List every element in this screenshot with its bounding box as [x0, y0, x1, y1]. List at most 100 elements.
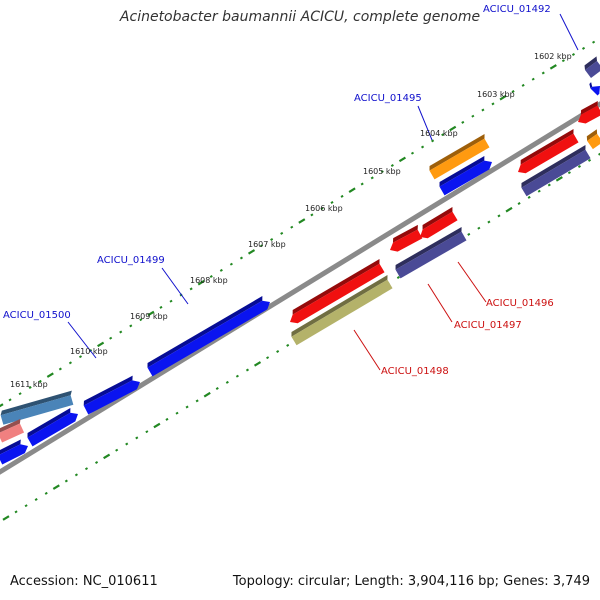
gene-red-edge[interactable]: [578, 100, 600, 124]
outer-tick: [511, 90, 515, 94]
outer-tick: [461, 120, 465, 124]
inner-tick: [64, 479, 68, 483]
outer-tick: [229, 262, 233, 266]
outer-tick: [28, 386, 32, 389]
gene-red-acicu-01498-upper[interactable]: [290, 259, 385, 324]
outer-tick: [471, 114, 475, 118]
gene-red-acicu-01497[interactable]: [390, 224, 423, 252]
gene-pink[interactable]: [0, 418, 25, 443]
gene-orange-edge[interactable]: [586, 129, 600, 150]
outer-tick: [348, 187, 356, 193]
inner-tick: [266, 356, 270, 360]
leader-acicu-01500: [67, 321, 97, 359]
gene-label-acicu-01492[interactable]: ACICU_01492: [483, 4, 551, 15]
gene-navy-right[interactable]: [521, 145, 591, 197]
outer-tick: [499, 94, 507, 101]
gene-blue-top[interactable]: [589, 82, 600, 96]
inner-tick: [175, 411, 179, 415]
outer-tick: [290, 225, 294, 229]
map-title: Acinetobacter baumannii ACICU, complete …: [119, 9, 481, 25]
inner-tick: [253, 361, 262, 367]
outer-tick: [298, 218, 306, 224]
inner-tick: [95, 461, 99, 464]
gene-navy-top[interactable]: [584, 56, 600, 78]
leader-acicu-01496: [457, 261, 487, 303]
label-leader-lines: [67, 13, 579, 371]
gene-steel-outer[interactable]: [0, 390, 74, 425]
outer-tick: [521, 83, 525, 87]
gene-label-acicu-01500[interactable]: ACICU_01500: [3, 310, 71, 321]
accession-text: Accession: NC_010611: [10, 574, 158, 589]
inner-tick: [145, 430, 149, 434]
outer-tick: [169, 299, 173, 303]
inner-tick: [215, 387, 219, 390]
gene-label-acicu-01495[interactable]: ACICU_01495: [354, 93, 422, 104]
inner-tick: [14, 510, 18, 514]
gene-blue-4[interactable]: [0, 439, 28, 465]
outer-tick: [109, 336, 113, 340]
outer-tick: [491, 102, 495, 106]
scale-label-1606: 1606 kbp: [305, 204, 343, 213]
outer-tick: [189, 287, 193, 291]
outer-tick: [410, 151, 415, 155]
gene-labels: ACICU_01492 ACICU_01495 ACICU_01499 ACIC…: [3, 4, 554, 377]
outer-tick: [380, 170, 384, 174]
inner-tick: [135, 436, 139, 440]
gene-blue-5[interactable]: [27, 408, 78, 447]
gene-label-acicu-01497[interactable]: ACICU_01497: [454, 320, 522, 331]
inner-tick: [555, 176, 563, 182]
outer-tick: [247, 249, 256, 255]
outer-tick-row: [0, 40, 596, 408]
gene-olive-acicu-01498[interactable]: [291, 275, 393, 346]
inner-tick: [74, 473, 78, 477]
inner-tick: [52, 484, 60, 490]
outer-tick: [159, 305, 163, 309]
gene-navy-mid[interactable]: [395, 227, 467, 279]
inner-tick: [34, 498, 38, 501]
outer-tick: [270, 238, 274, 241]
outer-tick: [18, 392, 22, 396]
outer-tick: [197, 279, 205, 286]
inner-tick: [487, 220, 491, 224]
inner-tick: [2, 515, 10, 521]
leader-acicu-01498: [353, 329, 381, 371]
gene-label-acicu-01498[interactable]: ACICU_01498: [381, 366, 449, 377]
scale-label-1605: 1605 kbp: [363, 167, 401, 176]
outer-tick: [147, 310, 155, 317]
outer-tick: [531, 77, 535, 81]
scale-label-1603: 1603 kbp: [477, 90, 515, 99]
gene-features: [0, 56, 600, 465]
genome-summary-text: Topology: circular; Length: 3,904,116 bp…: [232, 574, 590, 589]
inner-tick: [185, 405, 189, 409]
inner-tick: [115, 448, 119, 452]
scale-label-1604: 1604 kbp: [420, 129, 458, 138]
inner-tick: [276, 350, 280, 353]
outer-tick: [431, 139, 435, 143]
outer-tick: [441, 133, 445, 137]
gene-blue-1[interactable]: [83, 375, 140, 415]
outer-tick: [260, 244, 264, 248]
gene-orange[interactable]: [429, 134, 490, 180]
inner-tick: [125, 442, 129, 446]
inner-tick: [396, 276, 400, 279]
leader-acicu-01499: [161, 267, 189, 305]
outer-tick: [0, 403, 4, 408]
outer-tick: [8, 398, 12, 402]
gene-red-right[interactable]: [518, 129, 579, 174]
inner-tick: [84, 467, 89, 471]
gene-label-acicu-01499[interactable]: ACICU_01499: [97, 255, 165, 266]
gene-blue-2[interactable]: [147, 296, 270, 377]
scale-label-1608: 1608 kbp: [190, 276, 228, 285]
outer-tick: [592, 40, 596, 44]
inner-tick: [286, 343, 290, 347]
outer-tick: [46, 372, 54, 378]
outer-tick: [561, 59, 565, 63]
gene-red-acicu-01496[interactable]: [420, 207, 458, 239]
inner-tick: [245, 368, 250, 372]
inner-tick: [567, 171, 571, 175]
outer-tick: [330, 201, 334, 204]
outer-tick: [481, 108, 485, 112]
gene-blue-3[interactable]: [439, 156, 492, 196]
gene-label-acicu-01496[interactable]: ACICU_01496: [486, 298, 554, 309]
